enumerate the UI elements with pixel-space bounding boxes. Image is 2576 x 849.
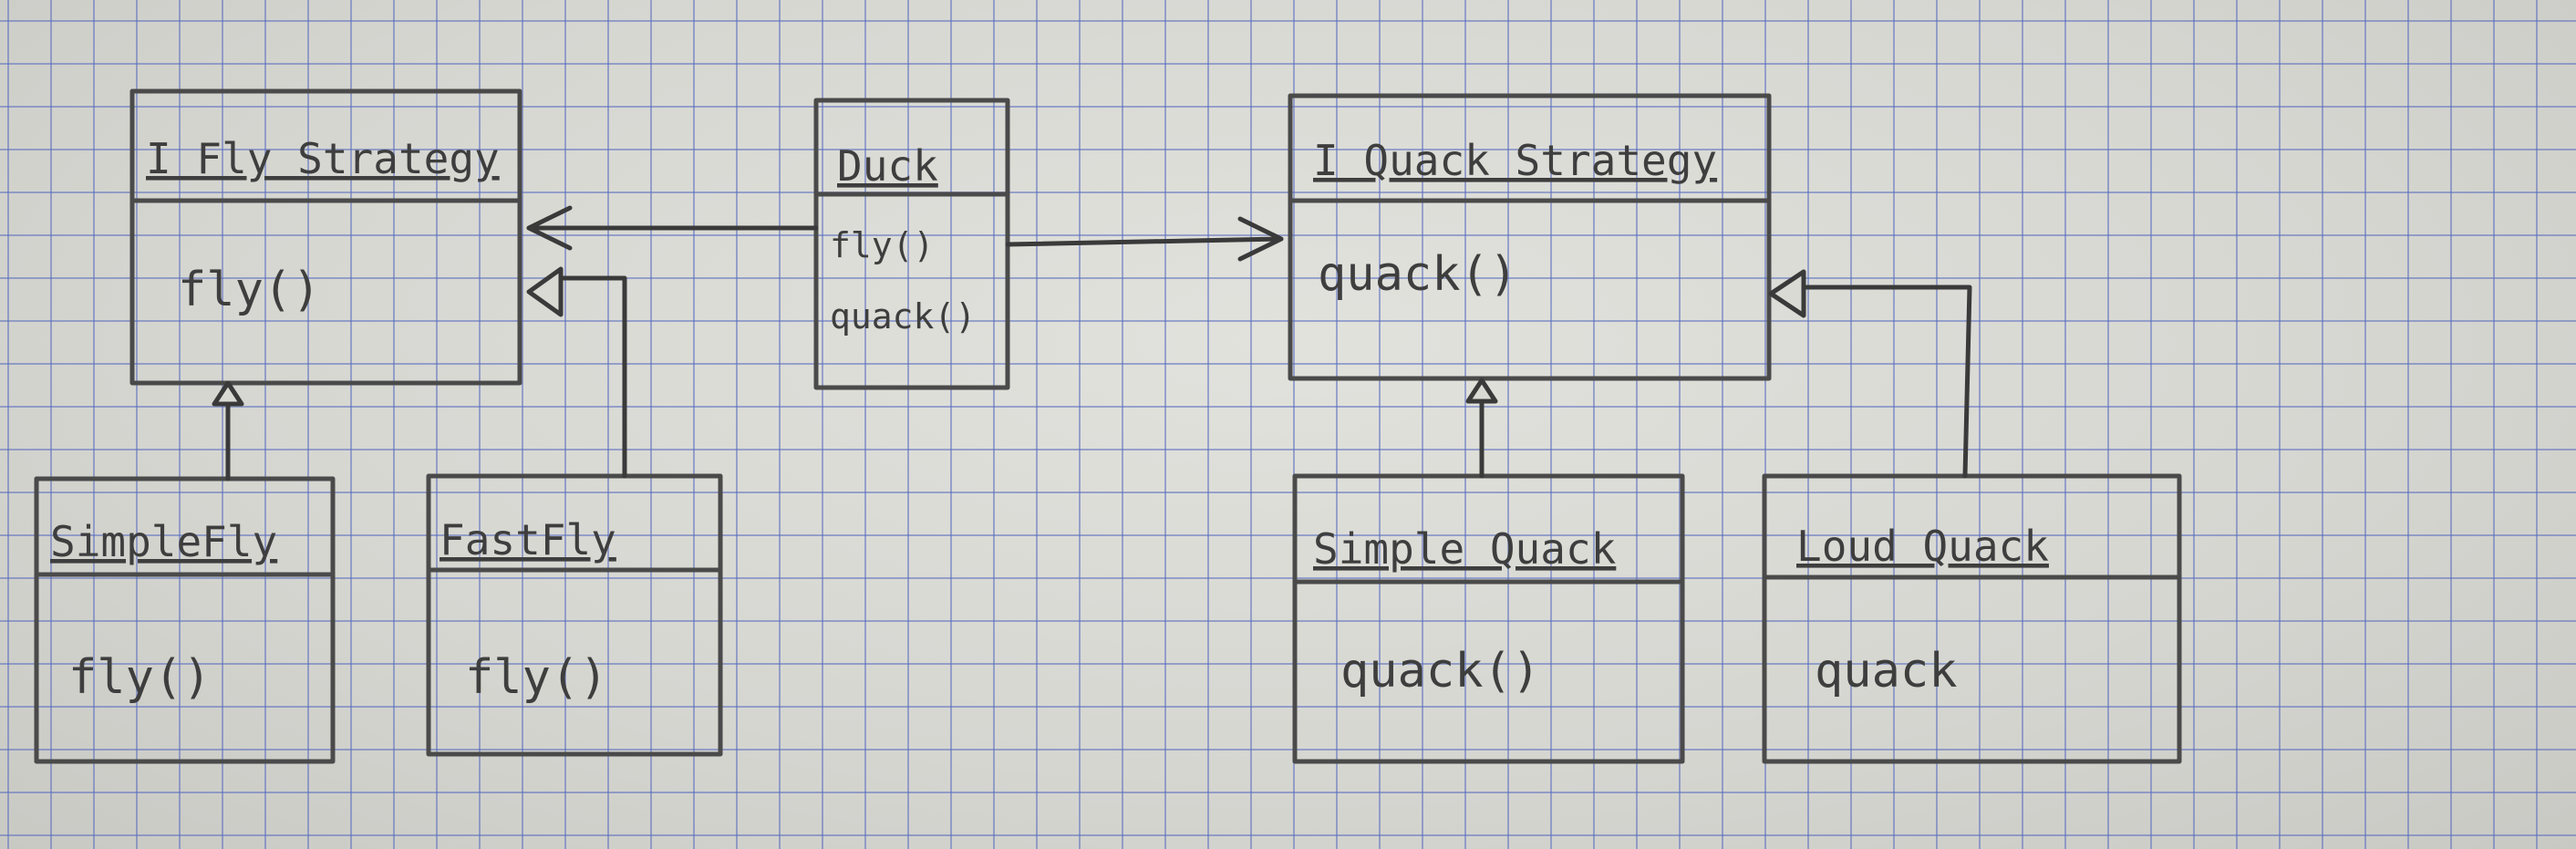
fastfly-class: FastFly fly() [426,473,723,757]
simplefly-inheritance [212,380,244,481]
simplefly-title: SimpleFly [50,517,277,566]
duck-class: Duck fly() quack() [813,98,1010,390]
inheritance-triangle [526,266,564,317]
ifly-strategy-title: I Fly Strategy [146,134,500,183]
duck-method-fly: fly() [830,225,934,265]
loudquack-class: Loud Quack quack [1762,473,2182,764]
simplequack-method: quack() [1340,644,1540,699]
association-arrowhead [526,205,573,251]
simplefly-class: SimpleFly fly() [34,476,336,764]
loudquack-inheritance [1768,269,1972,479]
duck-to-iquack-association [1005,216,1284,262]
fastfly-inheritance [526,266,627,479]
iquack-strategy-title: I Quack Strategy [1313,136,1717,185]
iquack-strategy-class: I Quack Strategy quack() [1288,93,1772,381]
simplequack-class: Simple Quack quack() [1292,473,1685,764]
ifly-strategy-class: I Fly Strategy fly() [129,88,522,386]
fastfly-title: FastFly [440,515,616,564]
duck-method-quack: quack() [830,296,976,336]
loudquack-method: quack [1815,644,1958,699]
inheritance-triangle [1768,269,1806,318]
fastfly-method: fly() [465,650,608,705]
simplequack-inheritance [1465,378,1498,479]
iquack-strategy-method: quack() [1318,247,1517,302]
duck-title: Duck [837,141,938,191]
association-arrowhead [1237,216,1284,262]
loudquack-title: Loud Quack [1796,522,2049,571]
duck-to-ifly-association [526,205,819,251]
simplefly-method: fly() [68,650,212,705]
inheritance-triangle [212,380,244,407]
simplequack-title: Simple Quack [1313,524,1616,574]
inheritance-triangle [1465,378,1498,404]
ifly-strategy-method: fly() [178,263,321,317]
